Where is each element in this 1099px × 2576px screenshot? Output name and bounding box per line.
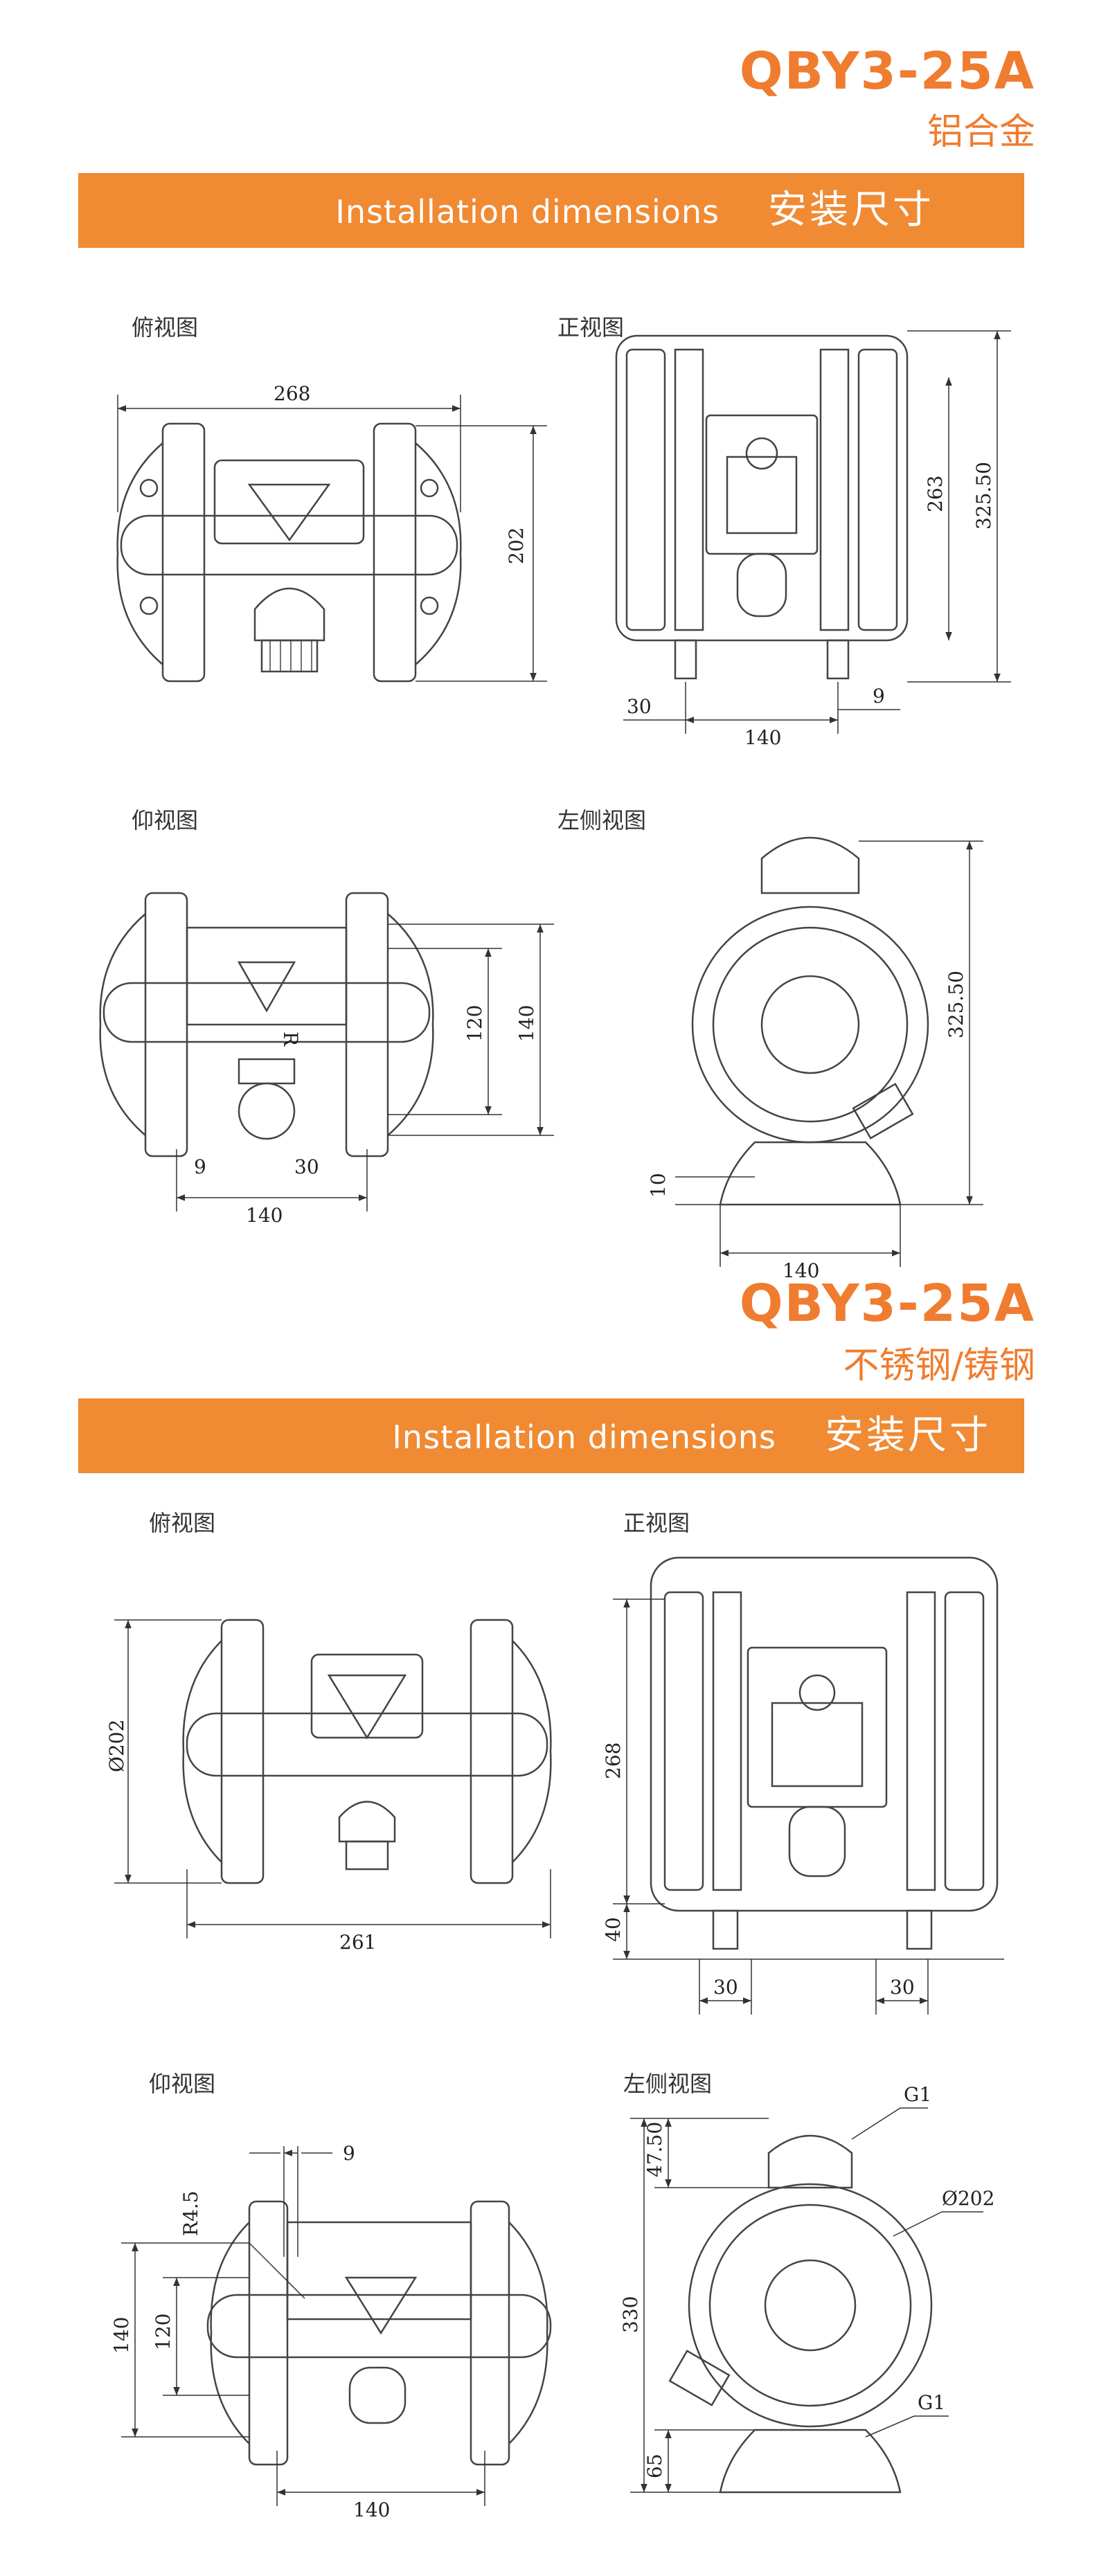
dim-bottom-140h-2: 140 xyxy=(353,2498,390,2521)
dim-top-202: Ø202 xyxy=(105,1720,128,1772)
dim-left-325: 325.50 xyxy=(945,971,967,1038)
dim-left-202: Ø202 xyxy=(942,2187,994,2210)
dim-bottom-R45: R4.5 xyxy=(179,2190,202,2236)
view-label-front-1: 正视图 xyxy=(557,314,625,341)
view-label-bottom-2: 仰视图 xyxy=(149,2071,216,2097)
view-label-left-1: 左侧视图 xyxy=(557,807,647,834)
banner-2: Installation dimensions 安装尺寸 xyxy=(78,1398,1024,1473)
pump-front-view-2 xyxy=(650,1556,999,1950)
dim-bottom-120-2: 120 xyxy=(152,2314,175,2350)
pump-top-view-2 xyxy=(182,1619,552,1884)
banner-2-cn: 安装尺寸 xyxy=(825,1413,991,1458)
model-title-1: QBY3-25A xyxy=(739,42,1035,101)
pump-left-view-2 xyxy=(668,2134,933,2494)
dim-top-height-1: 202 xyxy=(505,528,528,564)
dims-front-1 xyxy=(623,330,1011,734)
dims-front-2 xyxy=(613,1598,1004,2015)
pump-bottom-view-1 xyxy=(99,892,434,1158)
dims-bottom-1 xyxy=(176,924,554,1212)
dims-top-1 xyxy=(117,395,547,682)
dim-left-G1b: G1 xyxy=(918,2391,945,2414)
dims-left-1 xyxy=(675,840,983,1267)
material-label-1: 铝合金 xyxy=(927,111,1035,153)
dim-left-140: 140 xyxy=(783,1259,819,1282)
view-label-bottom-1: 仰视图 xyxy=(132,807,199,834)
model-title-2: QBY3-25A xyxy=(739,1274,1035,1333)
dim-front-263: 263 xyxy=(924,476,947,512)
material-label-2: 不锈钢/铸钢 xyxy=(843,1345,1035,1387)
dim-bottom-120: 120 xyxy=(463,1005,486,1042)
dim-bottom-9-2: 9 xyxy=(343,2142,355,2165)
dim-bottom-140v: 140 xyxy=(515,1005,538,1042)
dim-top-261: 261 xyxy=(339,1931,376,1954)
dim-bottom-9: 9 xyxy=(194,1155,206,1178)
dims-bottom-2 xyxy=(121,2146,485,2506)
pump-bottom-view-2 xyxy=(206,2200,552,2466)
dim-front-325: 325.50 xyxy=(972,462,995,530)
dim-front-40: 40 xyxy=(602,1917,625,1942)
banner-2-en: Installation dimensions xyxy=(392,1418,776,1456)
dim-left-10: 10 xyxy=(647,1173,670,1198)
banner-1-en: Installation dimensions xyxy=(335,193,720,231)
view-label-top-1: 俯视图 xyxy=(132,314,199,341)
pump-left-view-1 xyxy=(691,836,929,1206)
dim-left-330: 330 xyxy=(619,2296,642,2333)
dim-front-30b: 30 xyxy=(890,1976,915,1999)
dim-front-9: 9 xyxy=(873,685,885,708)
banner-1: Installation dimensions 安装尺寸 xyxy=(78,173,1024,248)
dim-bottom-140v-2: 140 xyxy=(110,2317,133,2354)
dim-left-4750: 47.50 xyxy=(643,2122,666,2177)
banner-1-cn: 安装尺寸 xyxy=(768,188,934,233)
banner-1-text: Installation dimensions 安装尺寸 xyxy=(335,173,934,248)
dims-top-2 xyxy=(114,1619,551,1938)
dim-top-width-1: 268 xyxy=(274,382,310,405)
dim-front-30a: 30 xyxy=(713,1976,738,1999)
dim-bottom-140h: 140 xyxy=(246,1204,283,1227)
pump-top-view-1 xyxy=(116,422,462,683)
view-label-left-2: 左侧视图 xyxy=(623,2071,713,2097)
dim-front-268: 268 xyxy=(602,1742,625,1779)
pump-front-view-1 xyxy=(615,334,909,680)
dims-left-2 xyxy=(630,2107,983,2493)
dim-left-65: 65 xyxy=(643,2453,666,2478)
dim-bottom-30: 30 xyxy=(294,1155,319,1178)
view-label-top-2: 俯视图 xyxy=(149,1510,216,1536)
dim-front-30: 30 xyxy=(627,695,652,718)
dim-left-G1a: G1 xyxy=(904,2083,931,2106)
view-label-front-2: 正视图 xyxy=(623,1510,690,1536)
banner-2-text: Installation dimensions 安装尺寸 xyxy=(392,1398,991,1473)
dim-bottom-R: R xyxy=(279,1032,302,1047)
dim-front-140: 140 xyxy=(744,726,781,749)
